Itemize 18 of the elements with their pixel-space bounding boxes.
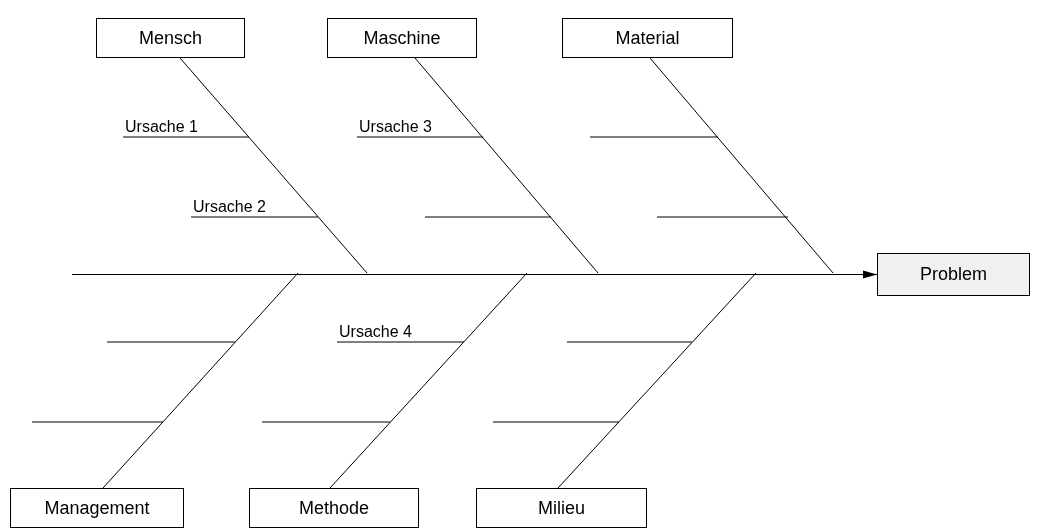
category-box: Maschine xyxy=(327,18,477,58)
effect-box: Problem xyxy=(877,253,1030,296)
cause-label: Ursache 1 xyxy=(125,118,198,136)
arrow xyxy=(71,270,878,279)
category-box: Mensch xyxy=(96,18,245,58)
category-box: Management xyxy=(10,488,184,528)
bone-line xyxy=(102,272,299,489)
bone-line xyxy=(329,272,528,489)
category-box: Methode xyxy=(249,488,419,528)
cause-label: Ursache 2 xyxy=(193,198,266,216)
cause-label: Ursache 3 xyxy=(359,118,432,136)
bone-line xyxy=(557,272,757,489)
category-box: Material xyxy=(562,18,733,58)
cause-label: Ursache 4 xyxy=(339,323,412,341)
bone-line xyxy=(179,57,368,274)
bone-line xyxy=(649,57,834,274)
category-box: Milieu xyxy=(476,488,647,528)
bone-line xyxy=(414,57,599,274)
